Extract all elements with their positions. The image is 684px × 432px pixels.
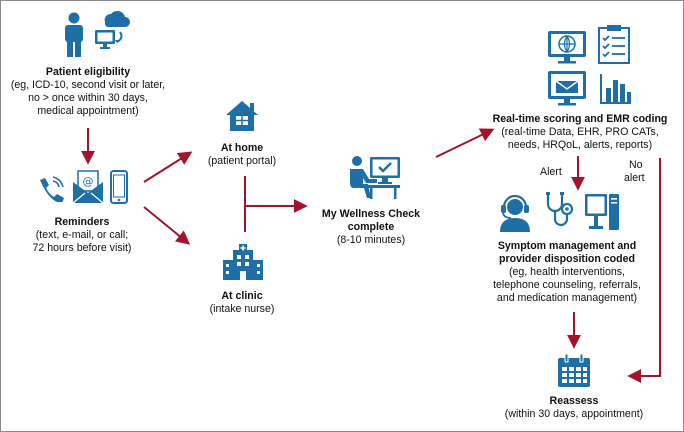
- arrow-wellness-to-scoring: [435, 128, 495, 158]
- scoring-line-2: needs, HRQoL, alerts, reports): [507, 139, 653, 151]
- cloud-sync-computer-icon: [95, 10, 130, 49]
- arrow-reminders-to-clinic: [143, 206, 191, 245]
- calendar-icon: [558, 353, 590, 387]
- wellness-line-1: (8-10 minutes): [336, 234, 406, 246]
- hospital-icon: [223, 244, 263, 280]
- reminders-title: Reminders: [54, 216, 110, 228]
- person-at-computer-icon: [350, 156, 400, 199]
- clinic-text: At clinic (intake nurse): [190, 290, 294, 316]
- symptom-text: Symptom management and provider disposit…: [472, 240, 662, 305]
- person-icon: [65, 12, 83, 57]
- smartphone-icon: [110, 170, 128, 204]
- reminders-text: Reminders (text, e-mail, or call; 72 hou…: [6, 216, 158, 255]
- wellness-title-line-2: complete: [347, 221, 395, 233]
- phone-icon: [40, 176, 64, 202]
- arrow-noalert-to-reassess: [627, 158, 661, 383]
- reminders-line-1: (text, e-mail, or call;: [35, 229, 129, 241]
- reassess-text: Reassess (within 30 days, appointment): [484, 395, 664, 421]
- symptom-line-3: and medication management): [496, 292, 638, 304]
- symptom-line-2: telephone counseling, referrals,: [493, 279, 641, 291]
- svg-text:@: @: [83, 175, 94, 188]
- bar-chart-icon: [600, 74, 631, 104]
- scoring-text: Real-time scoring and EMR coding (real-t…: [490, 113, 670, 152]
- home-text: At home (patient portal): [190, 142, 294, 168]
- email-monitor-icon: [548, 71, 586, 106]
- clinic-title: At clinic: [221, 290, 263, 302]
- scoring-line-1: (real-time Data, EHR, PRO CATs,: [501, 126, 659, 138]
- web-monitor-icon: [548, 31, 586, 64]
- arrow-reminders-to-home: [143, 151, 193, 183]
- clinic-line-1: (intake nurse): [209, 303, 275, 315]
- eligibility-line-3: medical appointment): [37, 105, 139, 117]
- reminders-line-2: 72 hours before visit): [32, 242, 132, 254]
- stethoscope-icon: [546, 192, 574, 227]
- eligibility-text: Patient eligibility (eg, ICD-10, second …: [6, 66, 170, 118]
- home-line-1: (patient portal): [207, 155, 277, 167]
- symptom-line-1: (eg, health interventions,: [508, 266, 625, 278]
- computer-tower-icon: [585, 194, 619, 230]
- symptom-title-line-2: provider disposition coded: [499, 253, 635, 265]
- no-alert-label-line-1: No: [629, 159, 643, 171]
- email-envelope-icon: @: [72, 170, 104, 204]
- reassess-title: Reassess: [549, 395, 599, 407]
- symptom-title-line-1: Symptom management and: [497, 240, 637, 252]
- reassess-line-1: (within 30 days, appointment): [504, 408, 644, 420]
- eligibility-title: Patient eligibility: [45, 66, 131, 78]
- alert-label: Alert: [540, 166, 562, 178]
- eligibility-line-2: no > once within 30 days,: [28, 92, 148, 104]
- scoring-title: Real-time scoring and EMR coding: [492, 113, 668, 125]
- wellness-text: My Wellness Check complete (8-10 minutes…: [308, 208, 434, 247]
- no-alert-label-line-2: alert: [624, 172, 645, 184]
- checklist-icon: [598, 25, 630, 64]
- headset-agent-icon: [500, 194, 530, 232]
- eligibility-line-1: (eg, ICD-10, second visit or later,: [10, 79, 166, 91]
- house-icon: [226, 101, 258, 131]
- wellness-title-line-1: My Wellness Check: [321, 208, 421, 220]
- home-title: At home: [220, 142, 264, 154]
